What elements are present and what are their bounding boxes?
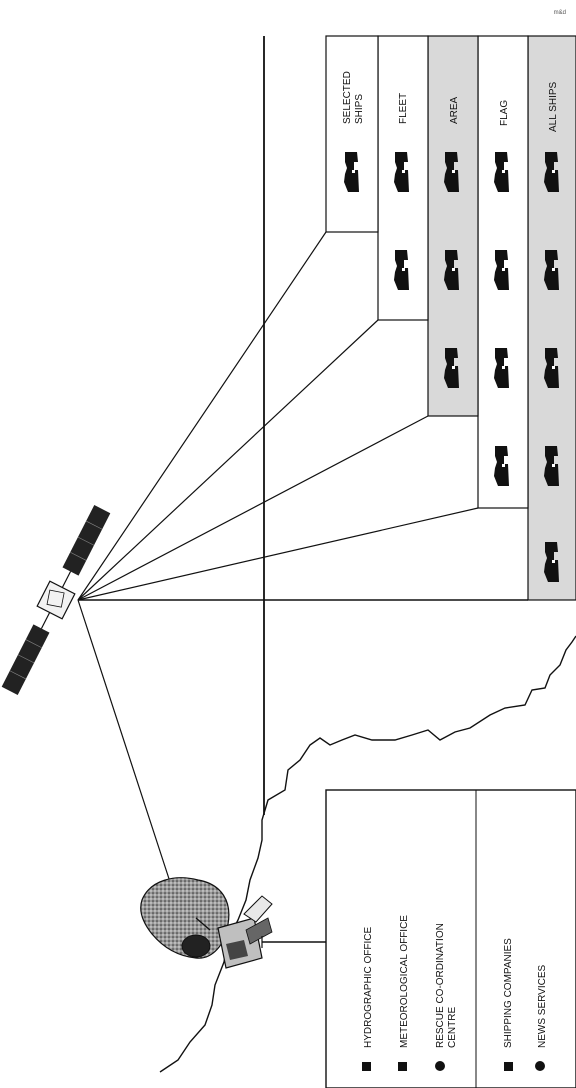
recipient-rescue-line2: CENTRE bbox=[447, 1007, 458, 1048]
ship-group-all-ships: ALL SHIPS bbox=[527, 35, 576, 601]
group-label-flag: FLAG bbox=[499, 100, 510, 126]
ship-icon bbox=[494, 348, 509, 388]
group-label-selected-line1: SELECTED bbox=[342, 71, 353, 124]
ship-icon bbox=[494, 446, 509, 486]
square-marker bbox=[398, 1062, 407, 1071]
recipient-news: NEWS SERVICES bbox=[537, 965, 548, 1048]
square-marker bbox=[504, 1062, 513, 1071]
broadcast-line-area bbox=[77, 415, 429, 601]
recipient-shipping: SHIPPING COMPANIES bbox=[503, 938, 514, 1048]
recipient-rescue-line1: RESCUE CO-ORDINATION bbox=[435, 923, 446, 1048]
ship-icon bbox=[544, 446, 559, 486]
ship-icon bbox=[544, 250, 559, 290]
ship-icon bbox=[444, 250, 459, 290]
recipient-meteorological: METEOROLOGICAL OFFICE bbox=[399, 915, 410, 1048]
ship-group-selected-ships: SELECTED SHIPS bbox=[325, 35, 379, 233]
broadcast-line-fleet bbox=[77, 319, 379, 601]
group-label-selected-line2: SHIPS bbox=[354, 94, 365, 124]
satellite-icon bbox=[1, 505, 111, 695]
corner-code: m&d bbox=[554, 10, 566, 16]
ship-icon bbox=[344, 152, 359, 192]
ship-icon bbox=[494, 152, 509, 192]
group-label-area: AREA bbox=[449, 96, 460, 124]
ship-group-fleet: FLEET bbox=[377, 35, 429, 321]
ship-icon bbox=[494, 250, 509, 290]
uplink-line bbox=[77, 599, 173, 889]
circle-marker bbox=[435, 1061, 445, 1071]
ship-icon bbox=[544, 152, 559, 192]
square-marker bbox=[362, 1062, 371, 1071]
ship-group-flag: FLAG bbox=[477, 35, 529, 509]
recipient-hydrographic: HYDROGRAPHIC OFFICE bbox=[363, 927, 374, 1048]
recipients-box: HYDROGRAPHIC OFFICE METEOROLOGICAL OFFIC… bbox=[325, 789, 576, 1088]
ship-icon bbox=[444, 152, 459, 192]
ship-icon bbox=[544, 348, 559, 388]
ship-icon bbox=[394, 250, 409, 290]
ship-group-area: AREA bbox=[427, 35, 479, 417]
group-label-fleet: FLEET bbox=[398, 93, 409, 124]
ship-icon bbox=[444, 348, 459, 388]
broadcast-line-selected bbox=[77, 231, 327, 601]
land-earth-station-icon bbox=[140, 877, 273, 969]
broadcast-line-flag bbox=[77, 507, 479, 601]
ship-icon bbox=[544, 542, 559, 582]
ship-icon bbox=[394, 152, 409, 192]
group-label-all-ships: ALL SHIPS bbox=[548, 81, 559, 132]
circle-marker bbox=[535, 1061, 545, 1071]
